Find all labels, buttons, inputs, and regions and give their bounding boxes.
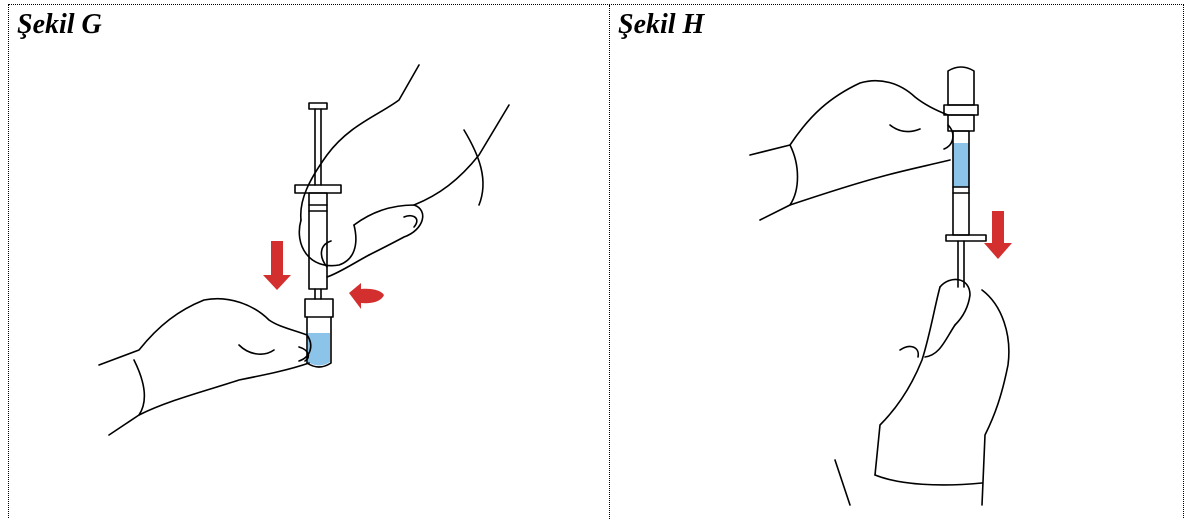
- upper-hand-icon: [749, 79, 954, 221]
- upper-hand-icon: [298, 64, 510, 278]
- figure-cell-h: Şekil H: [610, 5, 1184, 519]
- figure-cell-g: Şekil G: [9, 5, 609, 519]
- figure-caption: Şekil G: [17, 9, 102, 40]
- figure-caption: Şekil H: [618, 9, 705, 40]
- figure-table: Şekil G: [8, 4, 1184, 519]
- lower-hand-icon: [98, 297, 312, 436]
- lower-hand-icon: [834, 278, 1010, 506]
- figure-h-illustration: [749, 66, 1012, 506]
- cell-divider: [609, 5, 610, 519]
- syringe-liquid: [953, 143, 969, 187]
- vial-icon: [943, 66, 979, 132]
- down-arrow-icon: [984, 211, 1012, 259]
- syringe-icon: [294, 102, 342, 300]
- rotate-arrow-icon: [349, 283, 384, 309]
- figure-g-illustration: [98, 64, 510, 436]
- down-arrow-icon: [263, 241, 291, 290]
- vial-liquid: [308, 333, 330, 366]
